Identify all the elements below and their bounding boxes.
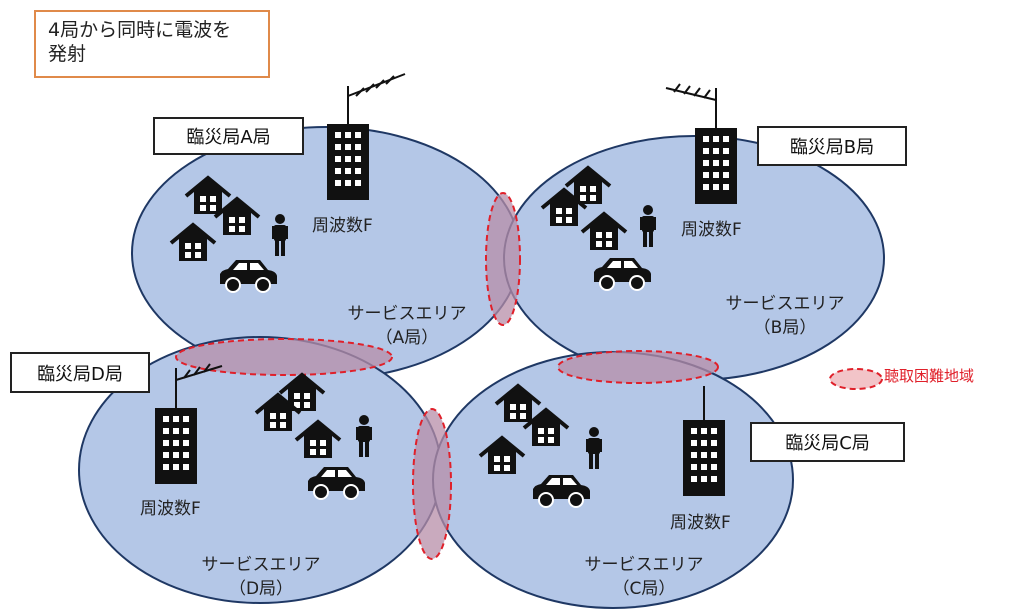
difficult-area-bc	[557, 350, 719, 384]
difficult-area-legend-label: 聴取困難地域	[884, 367, 975, 385]
service-area-a-label: サービスエリア （A局）	[342, 302, 472, 350]
station-b-frequency: 周波数F	[681, 220, 742, 240]
broadcast-note: 4局から同時に電波を 発射	[34, 10, 270, 78]
station-d-label: 臨災局D局	[10, 352, 150, 393]
service-area-d-label: サービスエリア （D局）	[196, 553, 326, 601]
note-line-1: 4局から同時に電波を	[48, 19, 232, 41]
service-area-d-line1: サービスエリア	[201, 555, 321, 575]
difficult-area-legend-icon	[829, 368, 883, 390]
building-icon	[683, 420, 725, 496]
service-area-c-label: サービスエリア （C局）	[579, 553, 709, 601]
service-area-c-line1: サービスエリア	[584, 555, 704, 575]
building-icon	[695, 128, 737, 204]
service-area-c-line2: （C局）	[612, 579, 676, 599]
station-d-frequency: 周波数F	[140, 499, 201, 519]
station-c-label: 臨災局C局	[750, 422, 905, 462]
antenna-icon	[175, 363, 223, 408]
difficult-area-ad	[175, 338, 393, 376]
building-icon	[155, 408, 197, 484]
station-a-frequency: 周波数F	[312, 216, 373, 236]
service-area-a-line1: サービスエリア	[347, 304, 467, 324]
service-area-b-label: サービスエリア （B局）	[720, 292, 850, 340]
antenna-icon	[665, 83, 717, 128]
note-line-2: 発射	[48, 43, 87, 65]
station-a-label: 臨災局A局	[153, 117, 304, 155]
service-area-b-line1: サービスエリア	[725, 294, 845, 314]
difficult-area-ab	[485, 192, 521, 326]
antenna-icon	[347, 73, 406, 124]
station-b-label: 臨災局B局	[757, 126, 907, 166]
building-icon	[327, 124, 369, 200]
service-area-b-line2: （B局）	[753, 318, 817, 338]
service-area-b	[503, 135, 885, 381]
difficult-area-cd	[412, 408, 452, 560]
service-area-a-line2: （A局）	[375, 328, 439, 348]
service-area-d-line2: （D局）	[228, 579, 294, 599]
station-c-frequency: 周波数F	[670, 513, 731, 533]
